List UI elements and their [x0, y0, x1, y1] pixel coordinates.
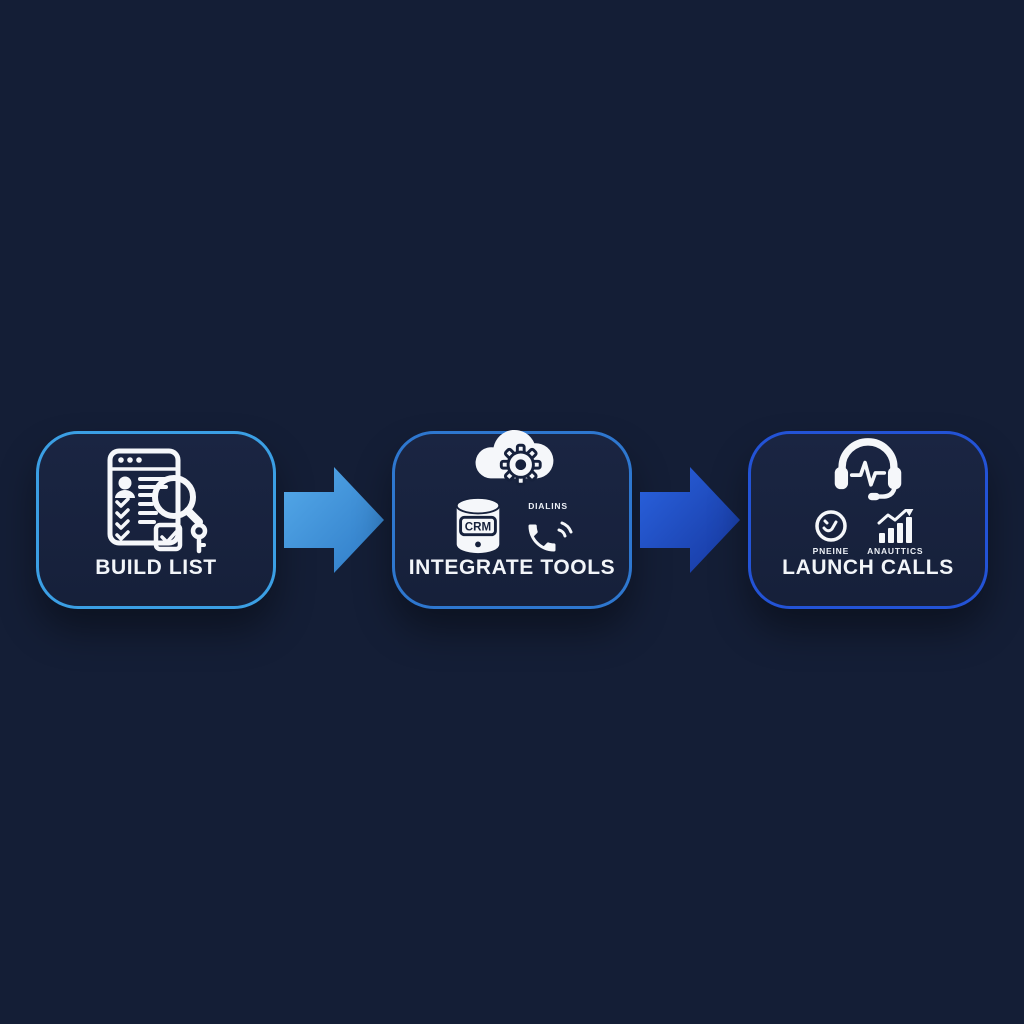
- svg-text:CRM: CRM: [465, 520, 491, 533]
- dialer-mini: DIALINS: [523, 501, 573, 556]
- dialer-label: DIALINS: [528, 501, 568, 511]
- phone-mini: PNEINE: [813, 509, 849, 556]
- circle-phone-icon: [815, 510, 847, 542]
- headset-waveform-icon: [834, 438, 902, 501]
- bar-chart-icon: [877, 509, 914, 543]
- arrow-right-icon: [284, 467, 384, 573]
- step-label-launch-calls: LAUNCH CALLS: [782, 556, 954, 579]
- step-label-build-list: BUILD LIST: [95, 556, 217, 579]
- process-flow: BUILD LIST: [0, 429, 1024, 611]
- step-card-build-list: BUILD LIST: [36, 431, 276, 609]
- list-search-icon: [107, 448, 208, 554]
- crm-database-mini: CRM: [451, 496, 505, 556]
- step-card-integrate-tools: CRM DIALINS: [392, 429, 632, 609]
- analytics-mini: ANAUTTICS: [867, 509, 923, 556]
- cloud-gear-icon: [475, 429, 554, 486]
- crm-database-icon: CRM: [455, 496, 501, 554]
- analytics-label: ANAUTTICS: [867, 546, 924, 556]
- step-label-integrate-tools: INTEGRATE TOOLS: [408, 556, 616, 579]
- step-card-launch-calls: PNEINE ANAUTTICS: [748, 431, 988, 609]
- integrate-tools-icon-zone: CRM DIALINS: [395, 408, 629, 556]
- launch-calls-icon-zone: PNEINE ANAUTTICS: [751, 423, 985, 556]
- arrow-right-icon: [640, 467, 740, 573]
- phone-label: PNEINE: [812, 546, 850, 556]
- build-list-icon-zone: [39, 434, 273, 556]
- phone-waves-icon: [528, 521, 573, 552]
